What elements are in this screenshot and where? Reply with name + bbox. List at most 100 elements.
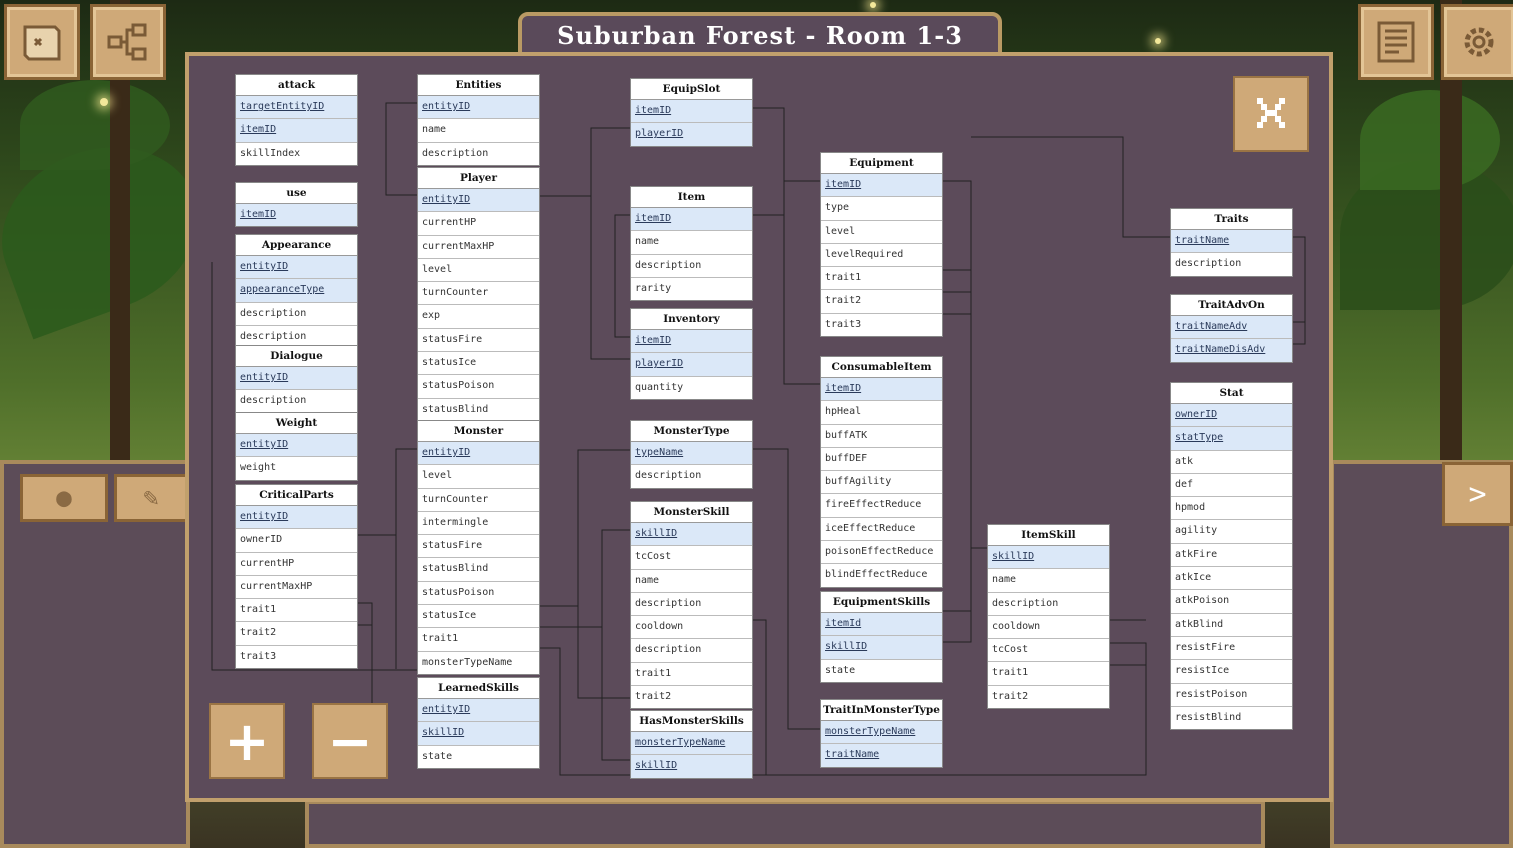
field[interactable]: resistPoison (1171, 684, 1292, 707)
key-field[interactable]: typeName (631, 442, 752, 466)
field[interactable]: description (422, 147, 489, 159)
remove-button[interactable]: − (312, 703, 388, 779)
key-field[interactable]: entityID (418, 96, 539, 120)
field[interactable]: buffATK (821, 425, 942, 448)
key-field[interactable]: entityID (418, 442, 539, 466)
tool-button[interactable]: ✎ (114, 474, 188, 522)
field[interactable]: name (988, 569, 1109, 593)
field[interactable]: tcCost (988, 639, 1109, 663)
field[interactable]: description (1175, 258, 1242, 270)
field[interactable]: name (418, 119, 539, 143)
key-field[interactable]: skillID (821, 636, 942, 660)
field[interactable]: trait2 (821, 290, 942, 314)
field[interactable]: statusFire (418, 329, 539, 353)
field[interactable]: trait2 (236, 622, 357, 646)
key-field[interactable]: targetEntityID (236, 96, 357, 120)
key-field[interactable]: itemId (821, 613, 942, 637)
field[interactable]: buffDEF (821, 448, 942, 472)
field[interactable]: trait3 (240, 650, 277, 662)
field[interactable]: ownerID (236, 529, 357, 553)
field[interactable]: statusIce (418, 352, 539, 376)
next-button[interactable]: > (1442, 462, 1513, 526)
key-field[interactable]: statType (1171, 427, 1292, 451)
field[interactable]: blindEffectReduce (825, 569, 928, 581)
field[interactable]: description (988, 593, 1109, 616)
key-field[interactable]: itemID (821, 174, 942, 198)
field[interactable]: atkIce (1171, 567, 1292, 591)
key-field[interactable]: monsterTypeName (821, 721, 942, 745)
field[interactable]: levelRequired (821, 244, 942, 268)
field[interactable]: intermingle (418, 512, 539, 536)
field[interactable]: description (631, 639, 752, 663)
field[interactable]: name (631, 231, 752, 255)
field[interactable]: state (422, 750, 453, 762)
key-field[interactable]: skillID (631, 755, 752, 778)
key-field[interactable]: itemID (631, 208, 752, 232)
field[interactable]: trait1 (631, 663, 752, 687)
key-field[interactable]: entityID (418, 699, 539, 723)
key-field[interactable]: itemID (236, 204, 357, 227)
field[interactable]: resistFire (1171, 637, 1292, 661)
field[interactable]: atkPoison (1171, 590, 1292, 614)
field[interactable]: statusPoison (418, 582, 539, 606)
field[interactable]: trait3 (825, 318, 862, 330)
field[interactable]: description (631, 255, 752, 278)
key-field[interactable]: traitName (821, 744, 942, 767)
key-field[interactable]: entityID (236, 256, 357, 280)
key-field[interactable]: itemID (631, 100, 752, 124)
field[interactable]: skillIndex (240, 147, 301, 159)
notes-button[interactable] (1358, 4, 1434, 80)
field[interactable]: description (236, 303, 357, 326)
field[interactable]: trait1 (988, 662, 1109, 686)
key-field[interactable]: playerID (631, 353, 752, 377)
field[interactable]: statusBlind (418, 558, 539, 582)
field[interactable]: currentMaxHP (418, 236, 539, 259)
field[interactable]: cooldown (631, 616, 752, 640)
field[interactable]: trait2 (992, 690, 1029, 702)
key-field[interactable]: traitNameDisAdv (1171, 339, 1292, 362)
key-field[interactable]: entityID (418, 189, 539, 213)
key-field[interactable]: itemID (236, 119, 357, 143)
field[interactable]: turnCounter (418, 282, 539, 306)
field[interactable]: resistIce (1171, 660, 1292, 684)
field[interactable]: level (418, 259, 539, 283)
field[interactable]: currentHP (418, 212, 539, 236)
key-field[interactable]: traitNameAdv (1171, 316, 1292, 340)
field[interactable]: quantity (635, 381, 684, 393)
field[interactable]: agility (1171, 520, 1292, 544)
field[interactable]: statusPoison (418, 375, 539, 399)
field[interactable]: def (1171, 474, 1292, 498)
field[interactable]: weight (240, 462, 277, 474)
key-field[interactable]: entityID (236, 506, 357, 530)
field[interactable]: rarity (635, 282, 672, 294)
field[interactable]: state (825, 664, 856, 676)
key-field[interactable]: skillID (988, 546, 1109, 570)
field[interactable]: description (631, 593, 752, 617)
field[interactable]: statusBlind (422, 403, 489, 415)
schema-button[interactable] (90, 4, 166, 80)
key-field[interactable]: skillID (631, 523, 752, 547)
field[interactable]: trait1 (821, 267, 942, 291)
field[interactable]: tcCost (631, 546, 752, 570)
key-field[interactable]: itemID (631, 330, 752, 354)
field[interactable]: poisonEffectReduce (821, 541, 942, 565)
field[interactable]: atkFire (1171, 544, 1292, 568)
field[interactable]: type (821, 197, 942, 221)
field[interactable]: description (240, 330, 307, 342)
